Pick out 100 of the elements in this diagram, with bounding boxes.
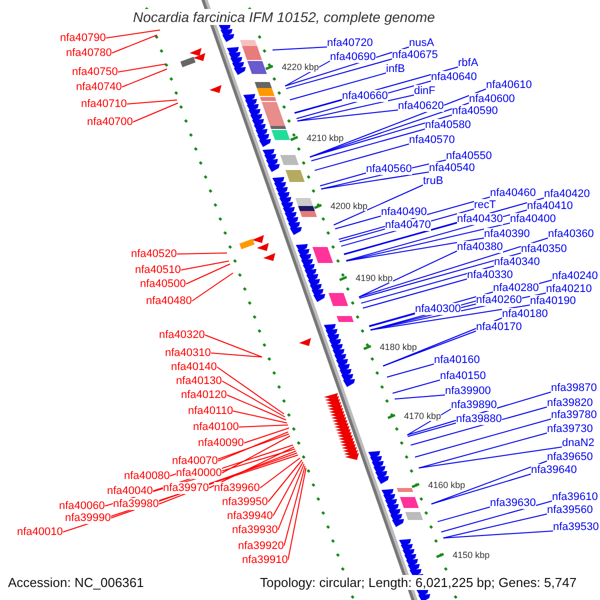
- gene-label: nfa40675: [392, 49, 438, 61]
- gene-label: nfa40660: [342, 90, 388, 102]
- leader-line: [294, 100, 342, 114]
- leader-line: [288, 468, 306, 560]
- footer-text: Topology: circular; Length: 6,021,225 bp; Genes: 5,747: [260, 575, 577, 590]
- leader-line: [192, 272, 234, 302]
- gene-label: nfa40110: [188, 405, 234, 417]
- leader-line: [344, 222, 458, 256]
- gene-label: truB: [423, 175, 444, 187]
- gene-label: nfa39930: [232, 524, 278, 536]
- leader-line: [180, 260, 230, 270]
- gene-label: nfa40100: [193, 421, 239, 433]
- leader-line: [238, 424, 288, 428]
- gene-label: nfa39990: [65, 512, 111, 524]
- gene-label: nfa40140: [171, 361, 217, 373]
- leader-line: [289, 72, 386, 100]
- leader-line: [260, 458, 300, 488]
- gene-label: nfa40350: [521, 243, 567, 255]
- gene-label: dinF: [414, 85, 436, 97]
- gene-label: nfa39880: [456, 413, 502, 425]
- gene-label: nfa40520: [131, 248, 177, 260]
- gene-label: nfa39870: [551, 382, 597, 394]
- gene-label: nfa40640: [431, 71, 477, 83]
- leader-line: [437, 506, 490, 522]
- leader-line: [360, 266, 494, 304]
- gene-label: nfa40330: [467, 269, 513, 281]
- leader-line: [226, 394, 286, 420]
- gene-label: nfa40480: [146, 295, 192, 307]
- gene-label: nfa40280: [493, 282, 539, 294]
- leader-line: [382, 330, 476, 366]
- leader-line: [358, 252, 522, 299]
- leader-line: [333, 184, 424, 226]
- gene-label: infB: [386, 63, 405, 75]
- leader-line: [414, 418, 552, 458]
- scale-label: 4170 kbp: [404, 411, 441, 421]
- gene-label: nfa40780: [66, 47, 112, 59]
- leader-line: [418, 432, 548, 468]
- gene-label: nfa39730: [547, 423, 593, 435]
- leader-line: [272, 46, 328, 50]
- leader-line: [358, 250, 458, 298]
- gene-label: nfa40490: [381, 206, 427, 218]
- gene-label: nfa39950: [222, 496, 268, 508]
- leader-line: [407, 422, 456, 437]
- leader-line: [126, 100, 178, 104]
- gene-label: dnaN2: [562, 437, 594, 449]
- scale-label: 4200 kbp: [330, 201, 368, 211]
- gene-label: nfa40320: [159, 329, 205, 341]
- gene-label: nfa40310: [165, 347, 211, 359]
- leader-line: [339, 228, 386, 242]
- leader-line: [244, 428, 290, 444]
- gene-label: nfa40610: [486, 79, 532, 91]
- gene-label: nfa40090: [198, 437, 244, 449]
- leader-line: [278, 464, 304, 530]
- leader-line: [216, 366, 284, 414]
- leader-line: [286, 58, 392, 90]
- gene-label: nfa40470: [385, 219, 431, 231]
- leader-line: [310, 128, 426, 162]
- scale-label: 4150 kbp: [452, 550, 490, 560]
- leader-line: [218, 432, 288, 462]
- leader-line: [440, 500, 552, 533]
- gene-label: nfa40240: [552, 270, 598, 282]
- gene-label: nfa39980: [113, 498, 159, 510]
- gene-label: nfa40190: [530, 295, 576, 307]
- gene-label: nfa39890: [451, 399, 497, 411]
- gene-label: rbfA: [458, 57, 478, 69]
- gene-label: nfa40070: [172, 455, 218, 467]
- gene-label: nfa40570: [409, 134, 455, 146]
- gene-label: nfa39910: [242, 554, 288, 566]
- leader-line: [346, 222, 510, 262]
- leader-line: [284, 466, 306, 546]
- leader-line: [222, 380, 286, 418]
- gene-label: nfa40550: [446, 150, 492, 162]
- gene-label: nfa39960: [214, 482, 260, 494]
- gene-label: nfa39970: [163, 482, 209, 494]
- leader-line: [222, 436, 290, 474]
- gene-label: nfa40720: [327, 37, 373, 49]
- leader-line: [268, 460, 302, 502]
- scale-label: 4180 kbp: [380, 342, 417, 352]
- leader-line: [368, 312, 416, 326]
- leader-line: [442, 530, 554, 538]
- leader-line: [362, 278, 468, 309]
- gene-label: nfa40300: [415, 303, 461, 315]
- scale-label: 4220 kbp: [282, 62, 319, 72]
- leader-line: [122, 68, 168, 88]
- gene-label: recT: [474, 199, 496, 211]
- gene-label: nfa40600: [469, 93, 515, 105]
- gene-label: nfa40430: [457, 213, 503, 225]
- gene-label: nfa39630: [490, 497, 536, 509]
- gene-label: nfa40010: [17, 526, 63, 538]
- scale-label: 4210 kbp: [306, 133, 344, 143]
- leader-line: [430, 474, 532, 504]
- gene-label: nfa40590: [452, 105, 498, 117]
- scale-label: 4190 kbp: [356, 273, 393, 283]
- title: Nocardia farcinica IFM 10152, complete genome: [133, 9, 435, 25]
- leader-line: [334, 216, 382, 230]
- gene-label: nfa40120: [181, 389, 227, 401]
- gene-label: nfa40380: [457, 241, 503, 253]
- gene-label: nfa40750: [72, 66, 118, 78]
- gene-label: nfa40360: [548, 228, 594, 240]
- leader-line: [204, 334, 262, 358]
